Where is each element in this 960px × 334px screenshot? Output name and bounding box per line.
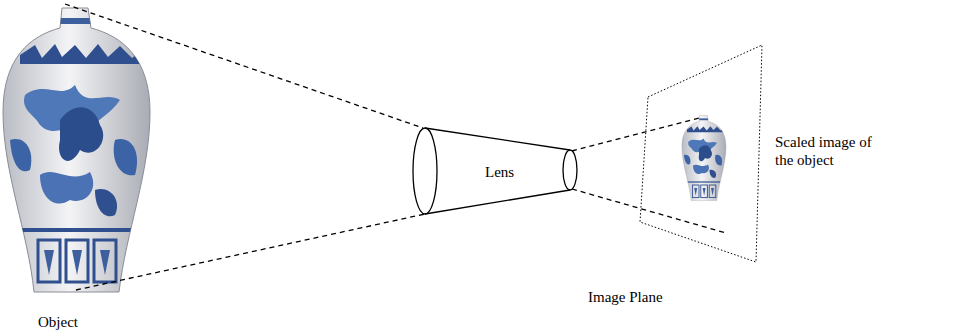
ray-line	[76, 214, 425, 290]
lens-rim	[563, 150, 577, 190]
caption-label: Object	[38, 313, 118, 331]
ray-line	[65, 4, 423, 128]
lens-rim	[413, 128, 437, 214]
lens-node: Lens	[410, 122, 580, 222]
lens-edge	[425, 190, 570, 214]
caption-label: Image Plane	[588, 288, 708, 306]
object-vase	[0, 8, 160, 292]
image-plane	[640, 45, 762, 262]
caption-label: Scaled image of the object	[775, 133, 893, 169]
scaled-image	[681, 115, 729, 200]
lens-label: Lens	[485, 163, 514, 181]
lens-edge	[425, 128, 570, 150]
